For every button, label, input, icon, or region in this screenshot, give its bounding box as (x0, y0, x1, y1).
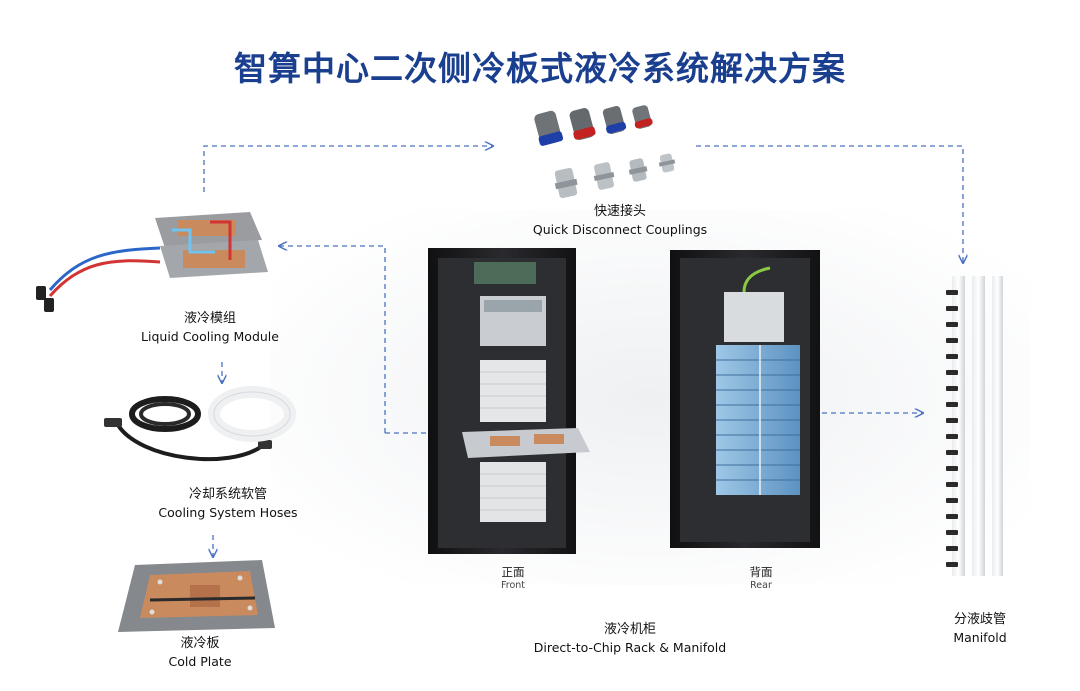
hoses-image (104, 386, 296, 462)
cooling-module-caption: 液冷模组 Liquid Cooling Module (110, 310, 310, 346)
front-label-zh: 正面 (501, 565, 525, 579)
cold-plate-caption: 液冷板 Cold Plate (120, 635, 280, 671)
hoses-caption: 冷却系统软管 Cooling System Hoses (128, 486, 328, 522)
manifold-zh: 分液歧管 (953, 612, 1006, 627)
flow-arrows (203, 145, 963, 556)
rear-label: 背面 Rear (726, 566, 796, 592)
cooling-module-en: Liquid Cooling Module (141, 329, 279, 344)
hoses-zh: 冷却系统软管 (188, 487, 267, 502)
rear-label-en: Rear (750, 580, 772, 591)
cold-plate-image (118, 560, 275, 632)
arrow-couplings-to-manifold (696, 145, 963, 262)
quick-disconnect-caption: 快速接头 Quick Disconnect Couplings (510, 203, 730, 239)
cold-plate-zh: 液冷板 (180, 636, 220, 651)
rack-zh: 液冷机柜 (603, 622, 656, 637)
cooling-module-image (36, 212, 268, 312)
manifold-en: Manifold (953, 630, 1007, 645)
page-title: 智算中心二次侧冷板式液冷系统解决方案 (234, 49, 846, 88)
front-label-en: Front (500, 580, 526, 591)
arrow-rack-to-module (280, 246, 386, 433)
rear-rack-image (670, 250, 820, 548)
rack-backdrop (270, 210, 1030, 585)
rear-label-zh: 背面 (749, 565, 773, 579)
quick-disconnect-en: Quick Disconnect Couplings (532, 222, 708, 237)
rack-caption: 液冷机柜 Direct-to-Chip Rack & Manifold (500, 621, 760, 657)
manifold-caption: 分液歧管 Manifold (920, 611, 1040, 647)
arrow-module-to-couplings (203, 146, 492, 192)
quick-disconnect-zh: 快速接头 (593, 204, 646, 219)
hoses-en: Cooling System Hoses (158, 505, 298, 520)
front-label: 正面 Front (478, 566, 548, 592)
cooling-module-zh: 液冷模组 (183, 311, 236, 326)
front-rack-image (428, 248, 590, 554)
manifold-image (946, 276, 1003, 576)
cold-plate-en: Cold Plate (168, 654, 232, 669)
rack-en: Direct-to-Chip Rack & Manifold (533, 640, 727, 655)
quick-disconnect-image (534, 105, 676, 199)
